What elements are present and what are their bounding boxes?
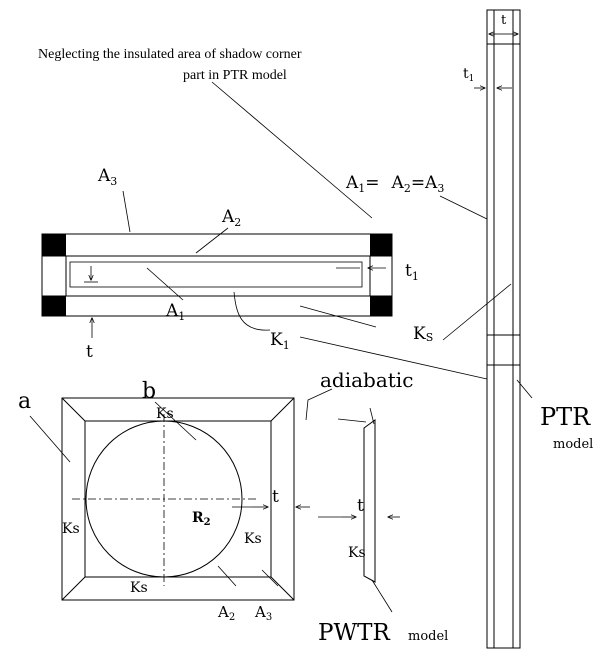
a3-leader bbox=[122, 190, 131, 233]
label-a-leader bbox=[29, 415, 71, 463]
shadow-corner-bottom-right bbox=[370, 296, 392, 316]
label-r2: R2 bbox=[192, 510, 211, 528]
cross-section: A3 A2 A1 t1 t K1 KS bbox=[41, 166, 488, 380]
shadow-corner-top-right bbox=[370, 234, 392, 256]
label-k1: K1 bbox=[270, 330, 290, 352]
label-b: b bbox=[142, 379, 156, 404]
label-t: t bbox=[86, 342, 93, 362]
cross-section-core bbox=[69, 261, 363, 288]
label-ks-top: Ks bbox=[156, 406, 174, 422]
label-frame-a2: A2 bbox=[217, 603, 235, 623]
label-ks-left: Ks bbox=[62, 521, 80, 537]
a2-leader bbox=[195, 227, 229, 254]
label-pwtr-ks: Ks bbox=[348, 545, 366, 561]
label-frame-a3: A3 bbox=[254, 603, 272, 623]
a1-leader bbox=[146, 267, 184, 301]
note-line-1: Neglecting the insulated area of shadow … bbox=[38, 47, 302, 62]
note-leader-line bbox=[211, 81, 373, 219]
label-a3: A3 bbox=[97, 166, 117, 188]
label-a1: A1 bbox=[165, 301, 185, 323]
label-ks: KS bbox=[413, 324, 433, 344]
shadow-corner-bottom-left bbox=[42, 296, 66, 316]
strip-ks-leader bbox=[442, 283, 512, 341]
strip-label-t1: t1 bbox=[463, 66, 474, 84]
note-text: Neglecting the insulated area of shadow … bbox=[38, 47, 302, 83]
label-ptr-model: model bbox=[553, 437, 593, 452]
frame-miter-top-left bbox=[61, 397, 86, 422]
equation-leader bbox=[439, 195, 488, 220]
label-a: a bbox=[18, 389, 31, 414]
frame-miter-top-right bbox=[270, 397, 295, 422]
ptr-strip: t t1 PTR model bbox=[442, 9, 593, 649]
strip-ptr-leader bbox=[516, 379, 533, 399]
ks-leader bbox=[299, 305, 377, 328]
a3-leader-frame bbox=[261, 569, 279, 587]
pwtr-section: t Ks PWTR model bbox=[318, 407, 448, 646]
k1-to-strip-leader bbox=[299, 336, 488, 380]
label-frame-t: t bbox=[272, 487, 279, 507]
pwtr-label-leader bbox=[371, 579, 393, 613]
area-equation: A1=A2=A3 bbox=[345, 173, 444, 195]
shadow-corner-top-left bbox=[42, 234, 66, 256]
label-ptr: PTR bbox=[540, 403, 591, 431]
adiabatic-leader-frame bbox=[305, 388, 333, 421]
frame-outer bbox=[61, 397, 295, 601]
a2-leader-frame bbox=[217, 565, 237, 587]
strip-label-t: t bbox=[501, 13, 507, 28]
label-a2: A2 bbox=[221, 207, 241, 229]
note-line-2: part in PTR model bbox=[183, 68, 287, 83]
strip-outer bbox=[486, 9, 521, 649]
label-pwtr: PWTR bbox=[318, 620, 390, 646]
label-pwtr-model: model bbox=[408, 629, 448, 644]
label-pwtr-t: t bbox=[357, 496, 364, 516]
frame-miter-bottom-right bbox=[270, 576, 295, 601]
label-t1: t1 bbox=[405, 261, 419, 283]
frame-section: a b adiabatic Ks Ks Ks Ks R2 t A2 A3 bbox=[18, 368, 413, 623]
pwtr-adiabatic-leader bbox=[369, 407, 375, 425]
label-ks-right: Ks bbox=[244, 531, 262, 547]
label-b-leader bbox=[154, 401, 197, 441]
pwtr-wedge bbox=[363, 419, 376, 583]
label-ks-bottom: Ks bbox=[130, 580, 148, 596]
k1-leader bbox=[233, 291, 271, 331]
pwtr-adiabatic-top-leader bbox=[337, 418, 367, 423]
cross-section-outer bbox=[41, 233, 393, 317]
frame-miter-bottom-left bbox=[61, 576, 86, 601]
label-adiabatic: adiabatic bbox=[320, 368, 413, 392]
